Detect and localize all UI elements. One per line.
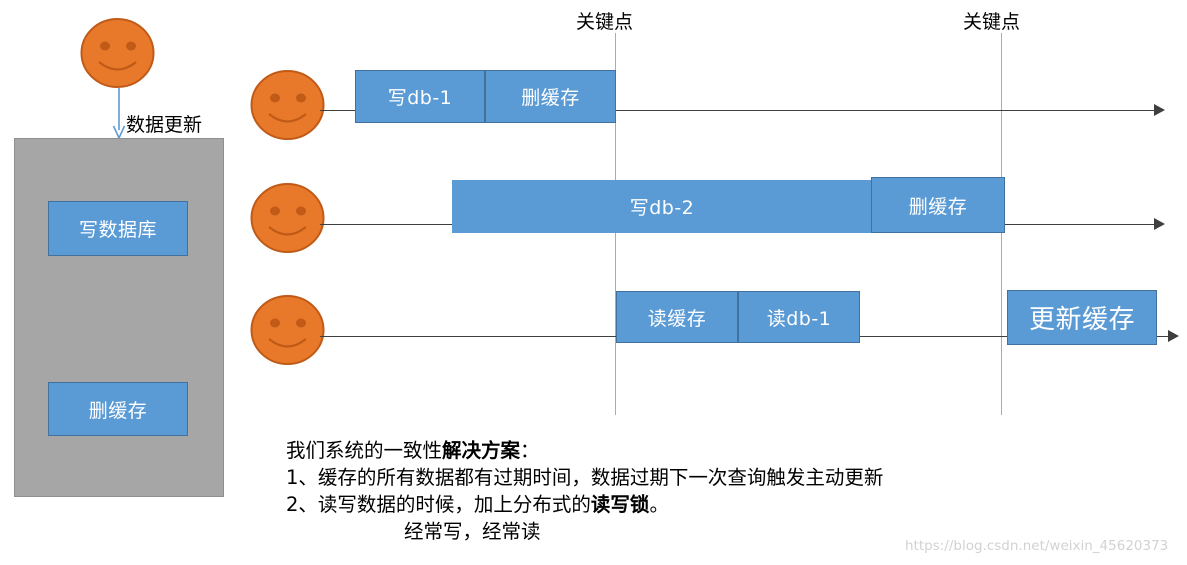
solution-notes: 我们系统的一致性解决方案： 1、缓存的所有数据都有过期时间，数据过期下一次查询触… [286, 437, 883, 545]
note-line-1: 我们系统的一致性解决方案： [286, 437, 883, 464]
note-line-1-prefix: 我们系统的一致性 [286, 439, 443, 462]
write-flow-container [14, 138, 224, 497]
timeline-3-box-read-db-1[interactable]: 读db-1 [738, 291, 860, 343]
smiley-icon-row-1 [250, 69, 325, 141]
timeline-3-box-read-cache[interactable]: 读缓存 [616, 291, 738, 343]
data-update-arrow [112, 88, 126, 140]
step-write-database[interactable]: 写数据库 [48, 201, 188, 256]
note-line-3-prefix: 2、读写数据的时候，加上分布式的 [286, 493, 591, 516]
smiley-icon-updater [80, 17, 155, 89]
note-line-3: 2、读写数据的时候，加上分布式的读写锁。 [286, 491, 883, 518]
watermark: https://blog.csdn.net/weixin_45620373 [905, 538, 1169, 554]
timeline-3-arrow-icon [1168, 330, 1179, 342]
data-update-label: 数据更新 [126, 114, 203, 136]
timeline-3-segment-middle [858, 336, 1010, 337]
timeline-3-box-update-cache[interactable]: 更新缓存 [1007, 290, 1157, 345]
timeline-2-arrow-icon [1154, 218, 1165, 230]
note-line-1-suffix: ： [520, 439, 540, 462]
key-point-label-2: 关键点 [963, 11, 1021, 33]
key-point-label-1: 关键点 [576, 11, 634, 33]
timeline-1-arrow-icon [1154, 104, 1165, 116]
note-line-2: 1、缓存的所有数据都有过期时间，数据过期下一次查询触发主动更新 [286, 466, 884, 489]
note-line-4: 经常写，经常读 [404, 520, 541, 543]
timeline-1-box-write-db-1[interactable]: 写db-1 [355, 70, 485, 123]
smiley-icon-row-2 [250, 182, 325, 254]
timeline-2-box-delete-cache[interactable]: 删缓存 [871, 177, 1005, 233]
timeline-3-segment-left [320, 336, 620, 337]
timeline-2-segment-right [1004, 224, 1155, 225]
timeline-2-box-write-db-2[interactable]: 写db-2 [452, 180, 872, 233]
timeline-1-segment-right [613, 110, 1155, 111]
note-line-3-emphasis: 读写锁 [590, 493, 650, 516]
timeline-2-segment-left [320, 224, 455, 225]
note-line-3-suffix: 。 [649, 493, 669, 516]
timeline-3-segment-right [1153, 336, 1171, 337]
note-line-1-emphasis: 解决方案 [442, 439, 521, 462]
timeline-1-segment-left [320, 110, 360, 111]
step-delete-cache[interactable]: 删缓存 [48, 382, 188, 436]
smiley-icon-row-3 [250, 294, 325, 366]
timeline-1-box-delete-cache[interactable]: 删缓存 [485, 70, 616, 123]
